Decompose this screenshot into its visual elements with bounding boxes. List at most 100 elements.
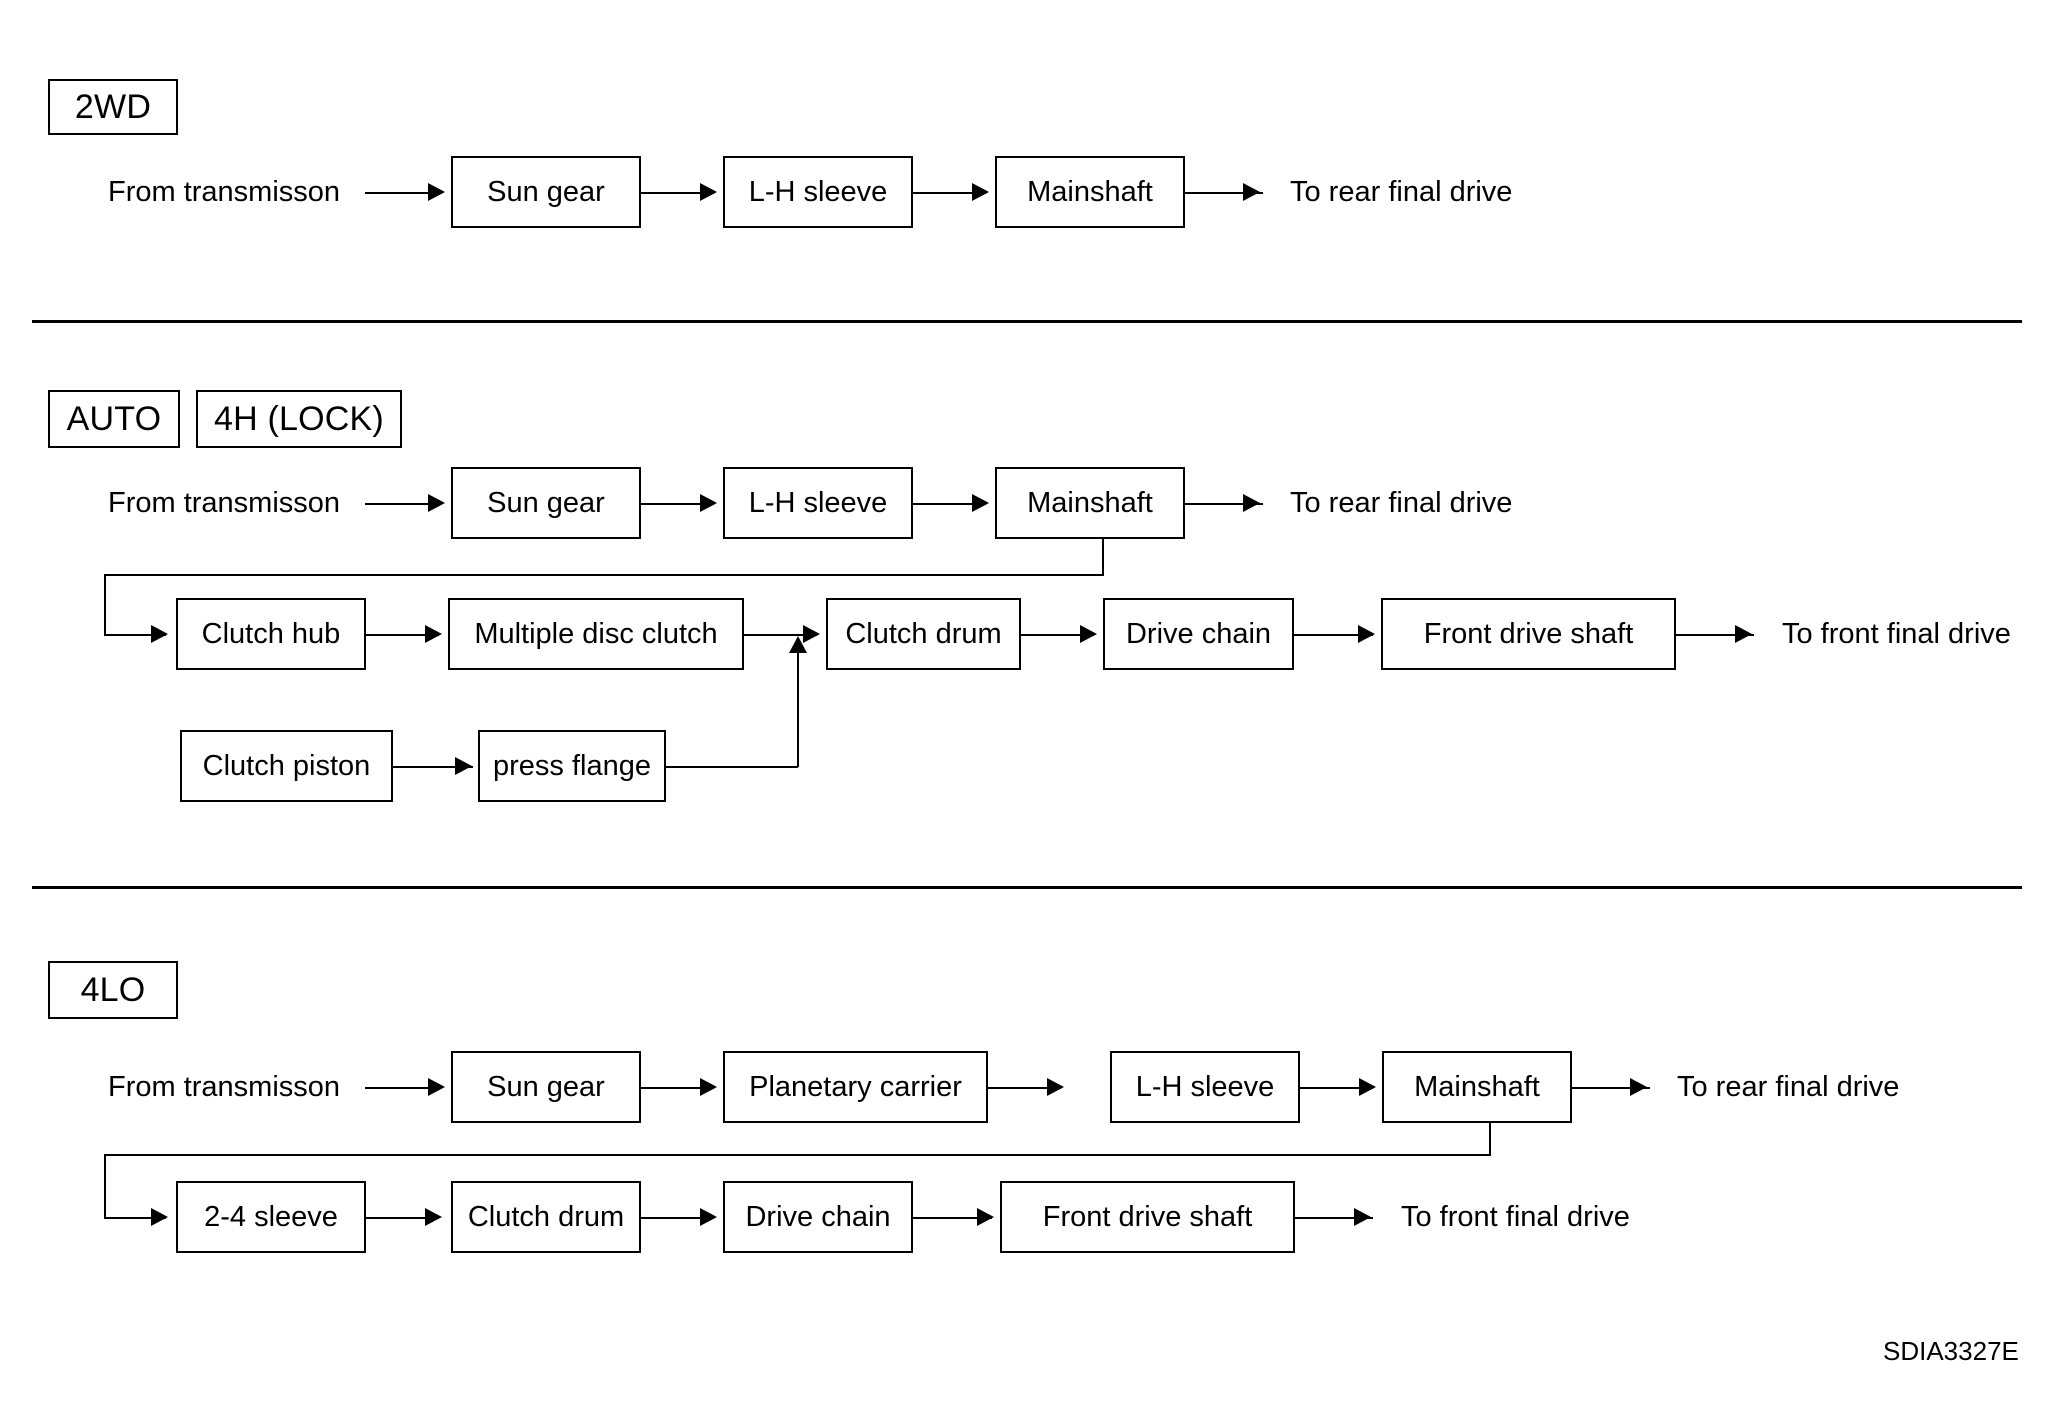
node-label: Multiple disc clutch (474, 617, 718, 650)
node-clutch-drum-auto: Clutch drum (826, 598, 1021, 670)
connector-line (1021, 634, 1094, 636)
connector-line (988, 1087, 1061, 1089)
connector-line (913, 192, 986, 194)
terminal-to-rear-final-drive-auto: To rear final drive (1290, 487, 1513, 519)
mode-chip-4h-lock: 4H (LOCK) (196, 390, 402, 448)
mode-chip-label: 2WD (74, 88, 152, 126)
node-label: press flange (493, 749, 651, 782)
connector-line (1185, 503, 1263, 505)
node-label: Clutch hub (201, 617, 341, 650)
connector-line (1295, 1217, 1373, 1219)
mode-chip-2wd: 2WD (48, 79, 178, 135)
terminal-from-transmission-2wd: From transmisson (108, 176, 341, 208)
arrow-head-icon (455, 757, 472, 775)
arrow-head-icon (428, 494, 445, 512)
connector-line (104, 574, 106, 635)
connector-line (1489, 1123, 1491, 1155)
node-front-drive-shaft-4lo: Front drive shaft (1000, 1181, 1295, 1253)
arrow-head-icon (803, 625, 820, 643)
node-mainshaft-4lo: Mainshaft (1382, 1051, 1572, 1123)
arrow-head-icon (425, 1208, 442, 1226)
arrow-head-icon (972, 183, 989, 201)
arrow-head-icon (1047, 1078, 1064, 1096)
mode-chip-label: 4H (LOCK) (214, 400, 384, 438)
node-mainshaft-auto: Mainshaft (995, 467, 1185, 539)
mode-chip-label: 4LO (80, 971, 146, 1009)
connector-line (913, 1217, 992, 1219)
connector-line (744, 634, 817, 636)
connector-line (641, 1217, 714, 1219)
arrow-head-icon (1358, 625, 1375, 643)
node-drive-chain-auto: Drive chain (1103, 598, 1294, 670)
node-front-drive-shaft-auto: Front drive shaft (1381, 598, 1676, 670)
node-label: Sun gear (487, 486, 605, 519)
connector-line (365, 192, 441, 194)
connector-line (1294, 634, 1373, 636)
node-lh-sleeve-auto: L-H sleeve (723, 467, 913, 539)
arrow-head-icon (151, 1208, 168, 1226)
terminal-to-front-final-drive-auto: To front final drive (1782, 618, 2011, 650)
arrow-head-icon (425, 625, 442, 643)
node-2-4-sleeve: 2-4 sleeve (176, 1181, 366, 1253)
node-label: Mainshaft (1027, 486, 1153, 519)
connector-line (1300, 1087, 1373, 1089)
arrow-head-icon (972, 494, 989, 512)
node-label: L-H sleeve (1135, 1070, 1275, 1103)
connector-line (104, 574, 1104, 576)
node-sun-gear-2wd: Sun gear (451, 156, 641, 228)
arrow-head-icon (151, 625, 168, 643)
connector-line (104, 1154, 1491, 1156)
terminal-to-rear-final-drive-4lo: To rear final drive (1677, 1071, 1900, 1103)
arrow-head-icon (700, 183, 717, 201)
mode-chip-4lo: 4LO (48, 961, 178, 1019)
node-label: Planetary carrier (749, 1070, 962, 1103)
arrow-head-icon (428, 1078, 445, 1096)
arrow-head-icon (1630, 1078, 1647, 1096)
arrow-head-icon (1080, 625, 1097, 643)
connector-line (104, 634, 166, 636)
connector-line (641, 503, 714, 505)
node-label: Sun gear (487, 175, 605, 208)
node-press-flange: press flange (478, 730, 666, 802)
arrow-head-icon (1735, 625, 1752, 643)
node-sun-gear-4lo: Sun gear (451, 1051, 641, 1123)
terminal-from-transmission-auto: From transmisson (108, 487, 341, 519)
connector-line (366, 1217, 439, 1219)
arrow-head-icon (700, 1208, 717, 1226)
connector-line (393, 766, 473, 768)
terminal-from-transmission-4lo: From transmisson (108, 1071, 341, 1103)
node-clutch-piston: Clutch piston (180, 730, 393, 802)
connector-line (1102, 539, 1104, 575)
node-label: Clutch piston (202, 749, 371, 782)
connector-line (797, 650, 799, 767)
connector-line (365, 1087, 441, 1089)
arrow-head-icon (789, 636, 807, 653)
node-clutch-hub: Clutch hub (176, 598, 366, 670)
connector-line (366, 634, 439, 636)
arrow-head-icon (977, 1208, 994, 1226)
section-divider (32, 320, 2022, 323)
node-lh-sleeve-4lo: L-H sleeve (1110, 1051, 1300, 1123)
node-label: 2-4 sleeve (204, 1200, 338, 1233)
connector-line (104, 1217, 166, 1219)
connector-line (1185, 192, 1263, 194)
node-multiple-disc-clutch: Multiple disc clutch (448, 598, 744, 670)
node-lh-sleeve-2wd: L-H sleeve (723, 156, 913, 228)
node-label: L-H sleeve (748, 486, 888, 519)
arrow-head-icon (1359, 1078, 1376, 1096)
connector-line (1572, 1087, 1650, 1089)
arrow-head-icon (1354, 1208, 1371, 1226)
mode-chip-auto: AUTO (48, 390, 180, 448)
node-label: Drive chain (1125, 617, 1272, 650)
node-label: Clutch drum (845, 617, 1002, 650)
connector-line (104, 1154, 106, 1218)
node-label: Front drive shaft (1423, 617, 1634, 650)
connector-line (913, 503, 986, 505)
connector-line (641, 1087, 714, 1089)
connector-line (666, 766, 798, 768)
node-drive-chain-4lo: Drive chain (723, 1181, 913, 1253)
terminal-to-front-final-drive-4lo: To front final drive (1401, 1201, 1630, 1233)
node-planetary-carrier: Planetary carrier (723, 1051, 988, 1123)
arrow-head-icon (1243, 494, 1260, 512)
node-label: Sun gear (487, 1070, 605, 1103)
